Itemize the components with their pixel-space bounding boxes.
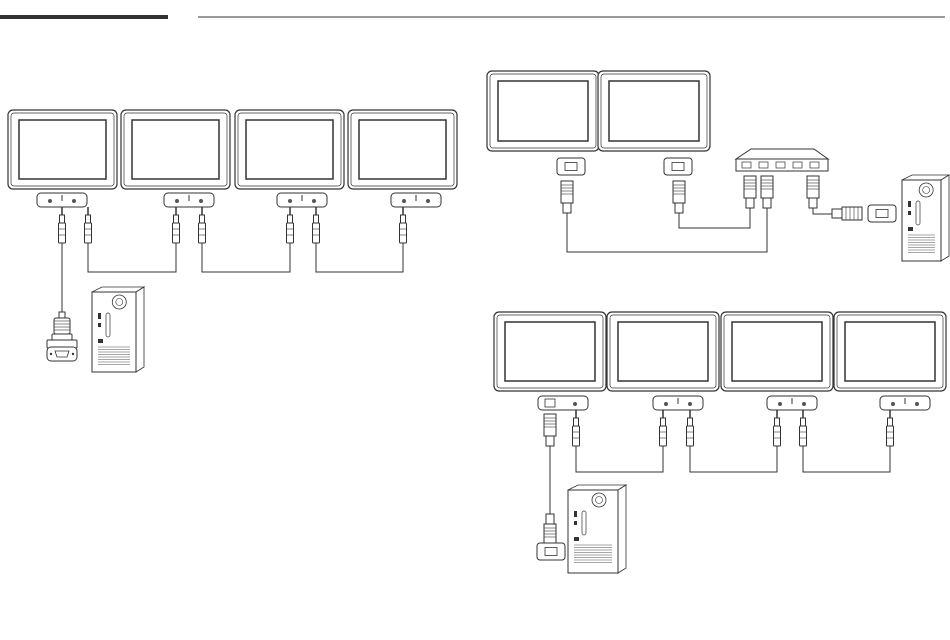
stereo-jack-icon [573,410,580,446]
rj45-plug-icon [544,414,556,446]
rj45-plug-icon [807,176,819,208]
rs232c-connector-icon [47,347,77,361]
stereo-jack-icon [887,410,894,446]
cable-line [88,243,176,272]
stereo-jack-icon [687,410,694,446]
lan-port-icon [868,205,896,222]
pc-tower-icon [92,287,144,372]
lan-port-icon [664,158,692,175]
stereo-jack-icon [287,207,294,243]
monitor-icon [494,312,606,391]
rj45-plug-icon [761,176,773,208]
port-panel-icon [538,396,588,410]
stereo-jack-icon [660,410,667,446]
stereo-jack-icon [400,207,407,243]
stereo-jack-icon [313,207,320,243]
rj45-plug-icon [832,207,862,220]
pc-tower-icon [902,175,949,261]
monitor-icon [487,71,599,151]
cable-line [576,446,663,472]
lan-port-icon [537,543,565,560]
monitor-icon [721,312,833,391]
header-rule [0,15,945,19]
stereo-jack-icon [59,207,66,243]
cable-line [803,446,890,472]
rs232c-connector-icon [47,312,77,348]
rj45-plug-icon [744,176,756,208]
pc-tower-icon [568,485,626,573]
cable-line [202,243,290,272]
port-panel-icon [880,396,930,410]
port-panel-icon [164,193,214,207]
port-panel-icon [37,193,87,207]
network-hub-icon [736,149,828,171]
port-panel-icon [391,193,441,207]
monitor-icon [834,312,946,391]
cable-line [813,208,832,214]
monitor-icon [348,110,457,189]
stereo-jack-icon [199,207,206,243]
stereo-jack-icon [173,207,180,243]
port-panel-icon [767,396,817,410]
cable-line [567,208,767,252]
stereo-jack-icon [774,410,781,446]
port-panel-icon [653,396,703,410]
components [8,71,949,573]
monitor-icon [607,312,719,391]
monitor-icon [8,110,117,189]
monitor-icon [235,110,344,189]
cable-line [316,243,403,272]
cable-line [690,446,777,472]
cable-line [679,208,750,228]
rj45-plug-icon [561,181,573,213]
monitor-icon [121,110,230,189]
stereo-jack-icon [800,410,807,446]
port-panel-icon [277,193,327,207]
lan-port-icon [557,158,585,175]
rj45-plug-icon [673,181,685,213]
rj45-plug-icon [544,514,556,546]
monitor-icon [598,71,710,151]
stereo-jack-icon [85,207,92,243]
